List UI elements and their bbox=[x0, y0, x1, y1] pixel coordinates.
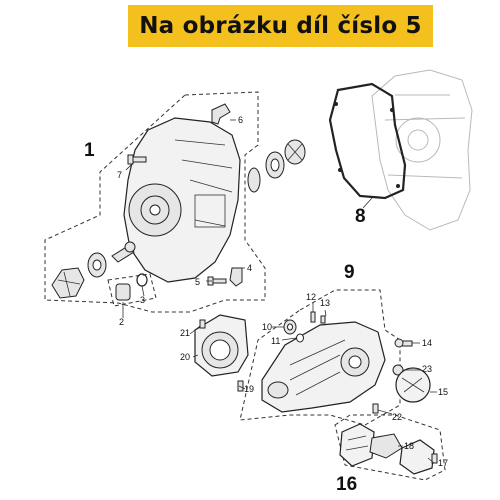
callout-17: 17 bbox=[438, 458, 448, 468]
cover-cap-part-15[interactable] bbox=[395, 367, 431, 403]
bracket-part-6[interactable] bbox=[211, 103, 231, 125]
shaft-left[interactable] bbox=[111, 241, 136, 263]
callout-2: 2 bbox=[119, 317, 124, 327]
seal-ring-right[interactable] bbox=[247, 167, 261, 193]
callout-1: 1 bbox=[84, 140, 95, 161]
callout-11: 11 bbox=[271, 336, 280, 346]
screw-part-19[interactable] bbox=[237, 380, 244, 392]
callout-8: 8 bbox=[355, 206, 366, 227]
bearing-right[interactable] bbox=[265, 151, 285, 179]
callout-14: 14 bbox=[422, 338, 432, 348]
assembly-frame-right bbox=[239, 289, 401, 426]
seal-part-10[interactable] bbox=[283, 319, 297, 335]
bracket-part-4[interactable] bbox=[229, 267, 243, 287]
assembly-frame-left bbox=[44, 91, 266, 313]
bolt-part-12[interactable] bbox=[310, 311, 316, 323]
callout-10: 10 bbox=[262, 322, 272, 332]
bolt-part-7[interactable] bbox=[127, 154, 147, 165]
callout-23: 23 bbox=[422, 364, 432, 374]
callout-15: 15 bbox=[438, 387, 448, 397]
leader-lines bbox=[122, 119, 437, 464]
filter-element-part-18[interactable] bbox=[369, 433, 403, 459]
cover-part-20[interactable] bbox=[194, 314, 249, 377]
gasket-part-8[interactable] bbox=[328, 82, 407, 200]
callout-9: 9 bbox=[344, 262, 355, 283]
subassembly-frame-2-3 bbox=[107, 273, 157, 307]
washer-part-11[interactable] bbox=[296, 333, 304, 343]
o-ring-part-3[interactable] bbox=[136, 273, 148, 287]
callout-4: 4 bbox=[247, 263, 252, 273]
engine-outline-ghost bbox=[371, 69, 473, 231]
callout-20: 20 bbox=[180, 352, 190, 362]
crankcase-cover-part-1[interactable] bbox=[123, 117, 241, 283]
bolt-part-22[interactable] bbox=[372, 403, 379, 414]
callout-12: 12 bbox=[306, 292, 316, 302]
clip-part-13[interactable] bbox=[320, 315, 326, 324]
transmission-cover-part-9[interactable] bbox=[261, 321, 386, 413]
title-banner: Na obrázku díl číslo 5 bbox=[128, 5, 433, 47]
callout-19: 19 bbox=[244, 384, 254, 394]
bolt-part-14[interactable] bbox=[394, 338, 413, 348]
callout-18: 18 bbox=[404, 441, 414, 451]
cover-part-17-housing[interactable] bbox=[399, 439, 435, 475]
callout-21: 21 bbox=[180, 328, 190, 338]
screw-part-21[interactable] bbox=[199, 319, 206, 329]
bearing-left[interactable] bbox=[87, 252, 107, 278]
page-title: Na obrázku díl číslo 5 bbox=[139, 13, 422, 39]
filter-part-2[interactable] bbox=[115, 283, 131, 301]
filter-housing-part-16[interactable] bbox=[339, 423, 375, 467]
assembly-frame-bottom bbox=[334, 414, 446, 481]
callout-3: 3 bbox=[140, 295, 145, 305]
screw-part-17[interactable] bbox=[431, 453, 438, 464]
gear-cap-right[interactable] bbox=[284, 139, 306, 165]
callout-22: 22 bbox=[392, 412, 402, 422]
callout-16: 16 bbox=[336, 474, 357, 495]
callout-7: 7 bbox=[117, 170, 122, 180]
callout-5: 5 bbox=[195, 277, 200, 287]
callout-13: 13 bbox=[320, 298, 330, 308]
callout-labels: 1 2 3 4 5 6 7 8 9 10 11 12 13 14 15 16 1… bbox=[84, 115, 448, 495]
pump-impeller-left[interactable] bbox=[51, 267, 85, 299]
callout-6: 6 bbox=[238, 115, 243, 125]
